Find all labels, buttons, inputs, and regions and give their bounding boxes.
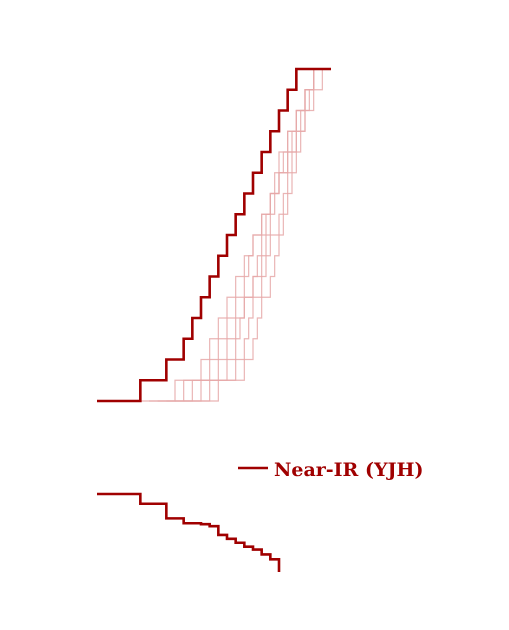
top-panel: [97, 67, 331, 403]
faint-step-series-0-1: [140, 69, 323, 402]
main-step-series-1-0: [97, 492, 281, 572]
faint-step-series-0-6: [183, 69, 315, 402]
legend: Near-IR (YJH): [238, 459, 423, 481]
main-step-series-0-0: [97, 67, 331, 403]
bottom-panel: [97, 492, 281, 572]
faint-step-series-0-5: [175, 69, 315, 402]
faint-step-series-0-4: [166, 69, 315, 402]
legend-label-near-ir: Near-IR (YJH): [274, 459, 423, 481]
